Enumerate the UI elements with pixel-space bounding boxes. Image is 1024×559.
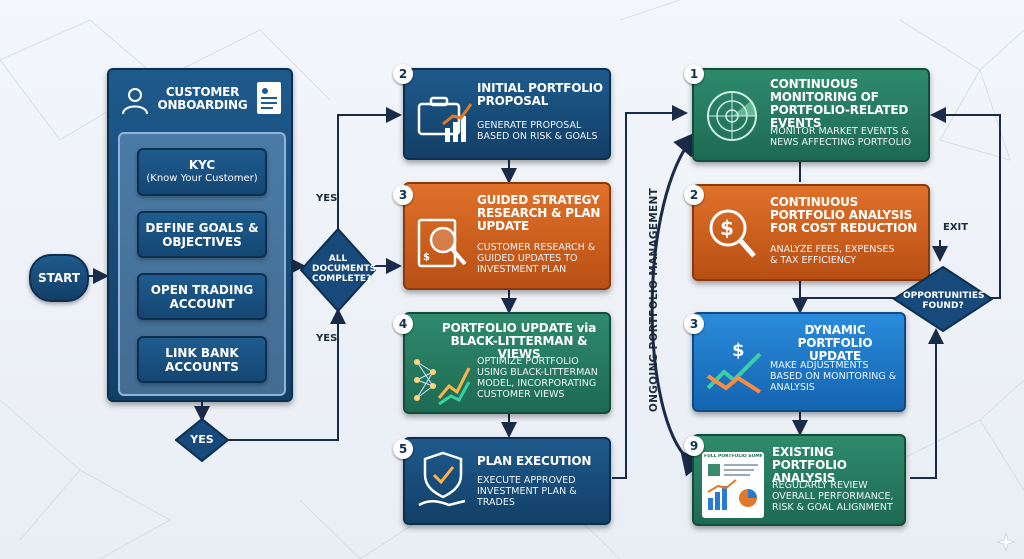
svg-text:$: $ — [720, 216, 734, 240]
guided-strategy-desc: CUSTOMER RESEARCH & GUIDED UPDATES TO IN… — [477, 242, 596, 275]
badge-existing-analysis: 9 — [684, 436, 704, 456]
step-link-bank-accounts[interactable]: LINK BANK ACCOUNTS — [137, 336, 267, 383]
document-icon — [257, 82, 281, 114]
badge-initial-proposal: 2 — [393, 64, 413, 84]
dynamic-update-title: DYNAMIC PORTFOLIO UPDATE — [797, 323, 873, 363]
step-kyc[interactable]: KYC (Know Your Customer) — [137, 148, 267, 196]
black-litterman-title: PORTFOLIO UPDATE via BLACK-LITTERMAN & V… — [441, 321, 597, 361]
card-continuous-monitoring[interactable]: CONTINUOUS MONITORING OF PORTFOLIO-RELAT… — [692, 68, 930, 162]
radar-icon — [707, 91, 757, 141]
exit-label: EXIT — [943, 222, 969, 233]
card-initial-portfolio-proposal[interactable]: INITIAL PORTFOLIO PROPOSAL GENERATE PROP… — [403, 68, 611, 160]
cost-reduction-desc: ANALYZE FEES, EXPENSES & TAX EFFICIENCY — [770, 244, 895, 266]
yes-decision-diamond[interactable] — [175, 418, 229, 462]
cycle-label-text: ONGOING PORTFOLIO MANAGEMENT — [648, 187, 660, 413]
svg-text:$: $ — [732, 340, 745, 361]
dollar-trend-icon: $ — [706, 340, 762, 394]
kyc-title: KYC — [188, 158, 216, 172]
card-existing-portfolio-analysis[interactable]: FULL PORTFOLIO SUMMARY EXISTING PORTFOLI… — [692, 434, 906, 526]
shield-hand-icon — [418, 451, 466, 507]
link-bank-title: LINK BANK ACCOUNTS — [165, 345, 239, 374]
card-plan-execution[interactable]: PLAN EXECUTION EXECUTE APPROVED INVESTME… — [403, 437, 611, 525]
badge-guided-strategy: 3 — [393, 185, 413, 205]
dynamic-update-desc: MAKE ADJUSTMENTS BASED ON MONITORING & A… — [770, 360, 897, 393]
user-icon — [122, 88, 148, 115]
documents-complete-label: ALL DOCUMENTS COMPLETE? — [312, 254, 377, 284]
badge-black-litterman: 4 — [393, 314, 413, 334]
open-trading-title: OPEN TRADING ACCOUNT — [150, 282, 254, 311]
badge-plan-execution: 5 — [393, 439, 413, 459]
report-icon-label: FULL PORTFOLIO SUMMARY — [704, 454, 762, 459]
step-define-goals[interactable]: DEFINE GOALS & OBJECTIVES — [137, 211, 267, 258]
define-goals-title: DEFINE GOALS & OBJECTIVES — [145, 220, 259, 249]
yes-decision-label: YES — [190, 433, 214, 446]
onboarding-title: CUSTOMER ONBOARDING — [157, 85, 248, 112]
opportunities-found-label: OPPORTUNITIES FOUND? — [903, 291, 985, 311]
initial-proposal-desc: GENERATE PROPOSAL BASED ON RISK & GOALS — [477, 120, 598, 142]
start-node[interactable]: START — [29, 254, 89, 302]
card-cost-reduction-analysis[interactable]: $ CONTINUOUS PORTFOLIO ANALYSIS FOR COST… — [692, 184, 930, 281]
initial-proposal-title: INITIAL PORTFOLIO PROPOSAL — [477, 81, 603, 108]
report-icon: FULL PORTFOLIO SUMMARY — [702, 452, 764, 518]
plan-execution-title: PLAN EXECUTION — [477, 454, 592, 468]
sparkle-icon — [996, 532, 1016, 552]
card-guided-strategy-research[interactable]: $ GUIDED STRATEGY RESEARCH & PLAN UPDATE… — [403, 182, 611, 290]
svg-text:$: $ — [423, 252, 430, 263]
card-dynamic-portfolio-update[interactable]: $ DYNAMIC PORTFOLIO UPDATE MAKE ADJUSTME… — [692, 312, 906, 412]
guided-strategy-title: GUIDED STRATEGY RESEARCH & PLAN UPDATE — [477, 193, 601, 233]
step-open-trading-account[interactable]: OPEN TRADING ACCOUNT — [137, 273, 267, 320]
badge-cost-reduction: 2 — [684, 185, 704, 205]
cost-reduction-title: CONTINUOUS PORTFOLIO ANALYSIS FOR COST R… — [770, 195, 918, 235]
existing-analysis-title: EXISTING PORTFOLIO ANALYSIS — [772, 445, 847, 485]
yes-lower-label: YES — [316, 333, 338, 344]
plan-execution-desc: EXECUTE APPROVED INVESTMENT PLAN & TRADE… — [477, 475, 577, 508]
yes-upper-label: YES — [316, 193, 338, 204]
dollar-magnifier-icon: $ — [709, 209, 756, 258]
monitoring-desc: MONITOR MARKET EVENTS & NEWS AFFECTING P… — [770, 126, 912, 148]
network-chart-icon — [414, 359, 471, 406]
black-litterman-desc: OPTIMIZE PORTFOLIO USING BLACK-LITTERMAN… — [477, 356, 598, 400]
briefcase-icon — [417, 96, 473, 142]
badge-monitoring: 1 — [684, 64, 704, 84]
monitoring-title: CONTINUOUS MONITORING OF PORTFOLIO-RELAT… — [770, 77, 909, 130]
kyc-subtitle: (Know Your Customer) — [146, 173, 258, 184]
start-label: START — [37, 271, 81, 285]
badge-dynamic-update: 3 — [684, 314, 704, 334]
card-black-litterman-update[interactable]: PORTFOLIO UPDATE via BLACK-LITTERMAN & V… — [403, 312, 611, 414]
magnifier-document-icon: $ — [417, 218, 467, 268]
existing-analysis-desc: REGULARLY REVIEW OVERALL PERFORMANCE, RI… — [772, 480, 894, 513]
